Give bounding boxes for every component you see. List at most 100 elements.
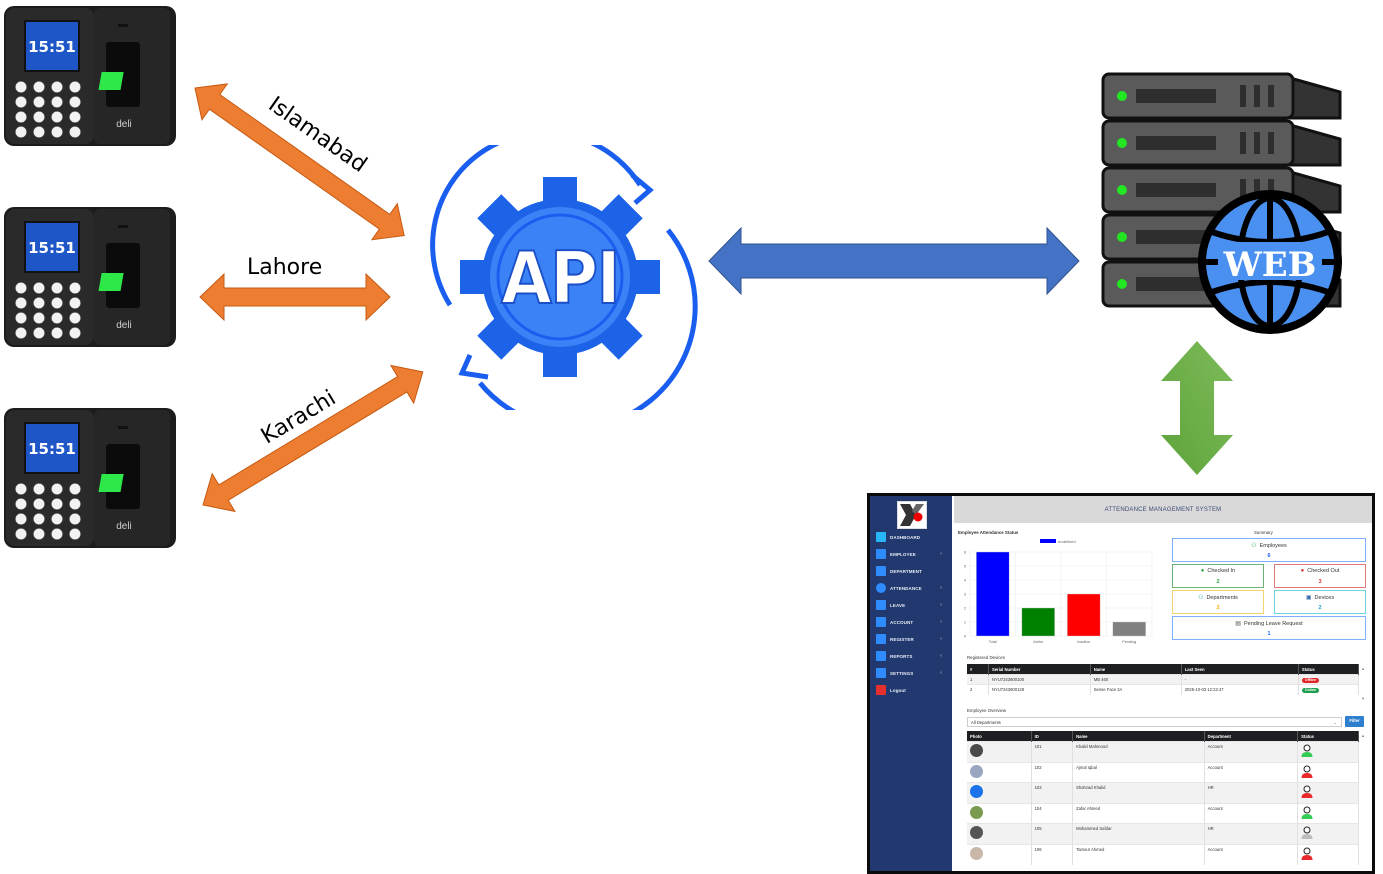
globe-icon: WEB [1198, 190, 1342, 334]
dashboard-preview: DASHBOARD EMPLOYEE‹ DEPARTMENT ATTENDANCE‹ L… [867, 493, 1375, 874]
device-num: 2 [967, 684, 989, 695]
scroll-down-icon[interactable]: ▼ [1361, 696, 1365, 701]
departments-icon: ⚇ [1198, 595, 1204, 601]
report-icon [876, 651, 886, 661]
devices-col-header: Last Seen [1181, 664, 1299, 675]
employee-dept: HR [1204, 782, 1299, 803]
islamabad-arrow [194, 83, 405, 241]
y-tick-label: 6 [964, 551, 966, 555]
checked-out-icon: ● [1300, 568, 1305, 574]
employee-id: 101 [1031, 741, 1074, 762]
leave-request-icon: ▤ [1235, 621, 1241, 627]
fingerprint-device-icon: 15:51 deli [4, 6, 176, 146]
employee-avatar [970, 846, 983, 860]
sidebar-item-register[interactable]: REGISTER‹ [876, 632, 950, 646]
device-brand: deli [116, 521, 132, 532]
devices-icon: ▣ [1305, 595, 1312, 601]
employee-name: Ajmal Iqbal [1072, 761, 1205, 783]
employee-dept: Account [1204, 843, 1299, 865]
lahore-arrow [199, 272, 391, 322]
sidebar-item-settings[interactable]: SETTINGS‹ [876, 666, 950, 680]
employee-col-header: Photo [967, 731, 1032, 742]
karachi-arrow [202, 364, 424, 513]
device-serial: NYU7243600100 [988, 674, 1091, 685]
scroll-up-icon[interactable]: ▲ [1361, 733, 1365, 738]
sidebar-item-employee[interactable]: EMPLOYEE‹ [876, 547, 950, 561]
sidebar-item-attendance[interactable]: ATTENDANCE‹ [876, 581, 950, 595]
sidebar-item-logout[interactable]: Logout [876, 683, 950, 697]
employee-status-icon [1301, 826, 1313, 839]
sidebar-item-leave[interactable]: LEAVE‹ [876, 598, 950, 612]
attendance-device-karachi: 15:51 deli [0, 404, 182, 554]
chevron-left-icon: ‹ [940, 551, 942, 557]
employee-id: 103 [1031, 782, 1074, 803]
app-title: ATTENDANCE MANAGEMENT SYSTEM [1104, 506, 1222, 513]
department-select[interactable]: All Departments ⌄ [967, 717, 1342, 727]
sidebar-item-dashboard[interactable]: DASHBOARD [876, 530, 950, 544]
x-tick-label: Inactive [1077, 640, 1090, 644]
device-brand: deli [116, 119, 132, 130]
filter-button[interactable]: Filter [1345, 716, 1364, 727]
employee-dept: Account [1204, 802, 1299, 824]
summary-departments-card[interactable]: ⚇Departments 2 [1172, 590, 1264, 614]
web-label: WEB [1223, 245, 1317, 285]
calendar-icon [876, 600, 886, 610]
y-tick-label: 0 [964, 635, 966, 639]
summary-devices-card[interactable]: ▣Devices 2 [1274, 590, 1366, 614]
summary-pending-leave-card[interactable]: ▤Pending Leave Request 1 [1172, 616, 1366, 640]
employee-name: Zafar Ahmed [1072, 802, 1205, 824]
server-rack-icon: WEB [1101, 72, 1342, 334]
edit-icon [876, 634, 886, 644]
device-name: Sense Face 2A [1090, 684, 1182, 695]
scroll-up-icon[interactable]: ▲ [1361, 666, 1365, 671]
sidebar-item-account[interactable]: ACCOUNT‹ [876, 615, 950, 629]
employee-status-icon [1301, 785, 1313, 798]
app-header: ATTENDANCE MANAGEMENT SYSTEM [954, 496, 1372, 523]
summary-checked-out-card[interactable]: ●Checked Out 3 [1274, 564, 1366, 588]
fingerprint-device-icon: 15:51 deli [4, 408, 176, 548]
employees-label: Employees [1259, 542, 1287, 549]
employee-section-title: Employee Overview [967, 708, 1007, 713]
user-icon [876, 549, 886, 559]
server-dashboard-arrow [1161, 341, 1233, 475]
status-led [1117, 138, 1127, 148]
device-clock: 15:51 [28, 239, 76, 257]
devices-count: 2 [1318, 605, 1322, 611]
sidebar-item-label: DEPARTMENT [890, 568, 922, 574]
attendance-device-islamabad: 15:51 deli [0, 2, 182, 152]
devices-col-header: # [967, 664, 989, 675]
chevron-down-icon: ⌄ [1333, 720, 1337, 725]
sidebar-item-label: REPORTS [890, 653, 913, 659]
x-tick-label: Total [989, 640, 997, 644]
bar-total [976, 551, 1010, 637]
sidebar-item-department[interactable]: DEPARTMENT [876, 564, 950, 578]
y-tick-label: 5 [964, 565, 966, 569]
api-gateway: API [420, 145, 700, 410]
employees-count: 6 [1267, 553, 1271, 559]
calculator-icon [876, 617, 886, 627]
app-logo [897, 501, 927, 529]
summary-employees-card[interactable]: ⚇Employees 6 [1172, 538, 1366, 562]
sidebar-item-reports[interactable]: REPORTS‹ [876, 649, 950, 663]
summary-checked-in-card[interactable]: ●Checked In 2 [1172, 564, 1264, 588]
employee-status-icon [1301, 847, 1313, 860]
devices-col-header: Serial Number [988, 664, 1091, 675]
api-gear-icon: API [430, 145, 698, 410]
summary-title: Summary [1254, 530, 1273, 535]
sidebar-item-label: REGISTER [890, 636, 914, 642]
chevron-left-icon: ‹ [940, 602, 942, 608]
employee-status-icon [1301, 765, 1313, 778]
bar-pending [1112, 621, 1146, 637]
device-status-badge: Online [1301, 687, 1320, 693]
sidebar-item-label: ACCOUNT [890, 619, 914, 625]
departments-label: Departments [1206, 594, 1238, 601]
